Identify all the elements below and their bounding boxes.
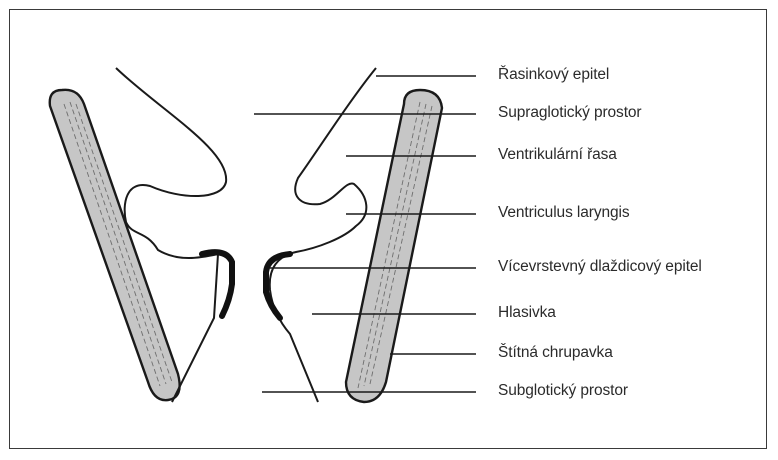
label-subglotticky-prostor: Subglotický prostor	[498, 382, 628, 400]
label-stitna-chrupavka: Štítná chrupavka	[498, 344, 613, 362]
left-thyroid-cartilage	[50, 90, 180, 400]
label-supraglotticky-prostor: Supraglotický prostor	[498, 104, 642, 122]
label-ventriculus-laryngis: Ventriculus laryngis	[498, 204, 630, 222]
label-ventrikularni-rasa: Ventrikulární řasa	[498, 146, 617, 164]
label-hlasivka: Hlasivka	[498, 304, 556, 322]
label-vicevrstevny-epitel: Vícevrstevný dlaždicový epitel	[498, 258, 702, 276]
label-rasinkovy-epitel: Řasinkový epitel	[498, 66, 609, 84]
right-thyroid-cartilage	[346, 90, 442, 402]
